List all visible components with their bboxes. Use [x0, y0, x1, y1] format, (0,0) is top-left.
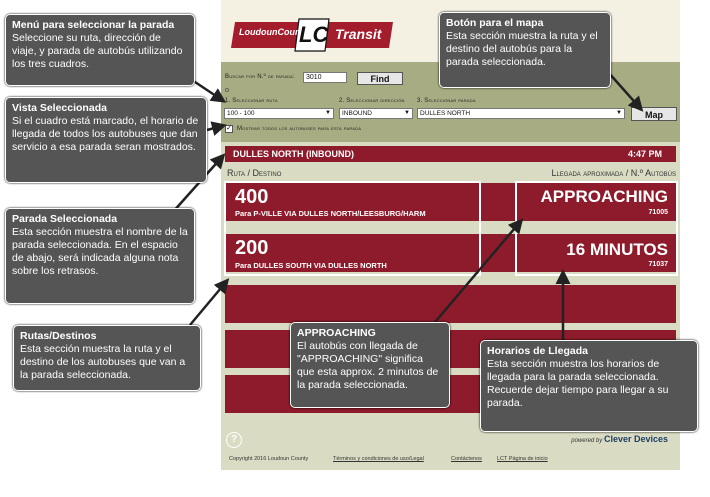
callout-rutas: Rutas/Destinos Esta sección muestra la r…	[13, 325, 201, 391]
direction-select[interactable]: INBOUND ▼	[339, 108, 413, 119]
chevron-down-icon: ▼	[325, 110, 331, 116]
loudoun-county-transit-logo[interactable]: LoudounCounty LC Transit	[229, 18, 397, 52]
select-route-label: 1. Seleccionar ruta	[225, 98, 278, 104]
callout-rutas-title: Rutas/Destinos	[20, 330, 97, 342]
arrow-parada	[171, 153, 226, 214]
selected-stop-bar: DULLES NORTH (INBOUND) 4:47 PM	[225, 146, 676, 162]
search-stop-label: Buscar por N.º de parada:	[225, 74, 295, 80]
callout-menu-body: Seleccione su ruta, dirección de viaje, …	[12, 32, 183, 70]
select-stop-label: 3. Seleccionar parada	[417, 98, 476, 104]
help-icon[interactable]: ?	[226, 432, 242, 448]
callout-horarios: Horarios de Llegada Esta sección muestra…	[480, 340, 698, 432]
or-label: o	[225, 87, 230, 94]
route-highlight-box	[224, 181, 481, 276]
route-destination-header: Ruta / Destino	[227, 168, 282, 178]
direction-select-value: INBOUND	[342, 110, 372, 117]
arrival-eta: 16 MINUTOS	[566, 240, 668, 259]
copyright: Copyright 2016 Loudoun County	[229, 456, 309, 462]
arrow-rutas	[189, 278, 230, 326]
route-select-value: 100 - 100	[227, 110, 255, 117]
callout-vista: Vista Seleccionada Si el cuadro está mar…	[5, 97, 207, 183]
stop-number-input[interactable]	[303, 72, 347, 83]
chevron-down-icon: ▼	[404, 110, 410, 116]
logo-lc-text: LC	[299, 22, 329, 47]
arrow-mapa	[607, 71, 644, 112]
callout-menu: Menú para seleccionar la parada Seleccio…	[5, 14, 195, 86]
bus-number: 71005	[648, 209, 668, 216]
help-icon-glyph: ?	[230, 434, 238, 445]
select-direction-label: 2. Seleccionar dirección	[339, 98, 405, 104]
stop-select-value: DULLES NORTH	[420, 110, 471, 117]
callout-mapa: Botón para el mapa Esta sección muestra …	[439, 12, 611, 88]
route-destination: Para DULLES SOUTH VIA DULLES NORTH	[235, 261, 387, 270]
callout-mapa-title: Botón para el mapa	[446, 17, 544, 29]
powered-by-label: powered by	[571, 438, 603, 444]
callout-horarios-title: Horarios de Llegada	[487, 345, 588, 357]
chevron-down-icon: ▼	[616, 110, 622, 116]
callout-mapa-body: Esta sección muestra la ruta y el destin…	[446, 30, 598, 68]
arrival-eta: APPROACHING	[540, 187, 668, 206]
callout-horarios-body: Esta sección muestra los horarios de lle…	[487, 358, 669, 409]
stop-select[interactable]: DULLES NORTH ▼	[417, 108, 625, 119]
callout-parada-body: Esta sección muestra el nombre de la par…	[12, 226, 188, 277]
callout-vista-title: Vista Seleccionada	[12, 102, 107, 114]
contact-link[interactable]: Contáctenos	[451, 456, 482, 462]
route-number: 200	[235, 237, 269, 259]
find-button[interactable]: Find	[357, 72, 403, 85]
callout-menu-title: Menú para seleccionar la parada	[12, 19, 175, 31]
callout-rutas-body: Esta sección muestra la ruta y el destin…	[20, 343, 186, 381]
clever-devices-logo: Clever Devices	[603, 434, 668, 444]
callout-parada-title: Parada Seleccionada	[12, 213, 118, 225]
callout-approaching-title: APPROACHING	[297, 327, 376, 339]
callout-approaching: APPROACHING El autobús con llegada de "A…	[290, 322, 450, 408]
show-all-buses-label: Mostrar todos los autobuses para esta pa…	[237, 126, 362, 132]
callout-parada: Parada Seleccionada Esta sección muestra…	[5, 208, 195, 304]
callout-approaching-body: El autobús con llegada de "APPROACHING" …	[297, 340, 439, 391]
current-time: 4:47 PM	[627, 149, 662, 159]
arrival-bus-header: Llegada aproximada / N.º Autobús	[551, 168, 676, 178]
arrow-approaching	[429, 218, 524, 329]
route-destination: Para P-VILLE VIA DULLES NORTH/LEESBURG/H…	[235, 209, 426, 218]
logo-transit-text: Transit	[335, 26, 382, 42]
bus-number: 71037	[648, 261, 668, 268]
terms-link[interactable]: Términos y condiciones de uso/Legal	[333, 456, 424, 462]
arrow-vista	[206, 121, 227, 136]
callout-vista-body: Si el cuadro está marcado, el horario de…	[12, 115, 199, 153]
route-number: 400	[235, 186, 269, 208]
logo-county-text: LoudounCounty	[239, 27, 309, 37]
selected-stop-name: DULLES NORTH (INBOUND)	[233, 149, 354, 159]
table-row[interactable]: 400 Para P-VILLE VIA DULLES NORTH/LEESBU…	[225, 183, 676, 221]
home-link[interactable]: LCT Página de inicio	[497, 456, 548, 462]
powered-by: powered by Clever Devices	[571, 434, 668, 444]
table-row[interactable]: 200 Para DULLES SOUTH VIA DULLES NORTH 1…	[225, 234, 676, 272]
route-select[interactable]: 100 - 100 ▼	[224, 108, 334, 119]
